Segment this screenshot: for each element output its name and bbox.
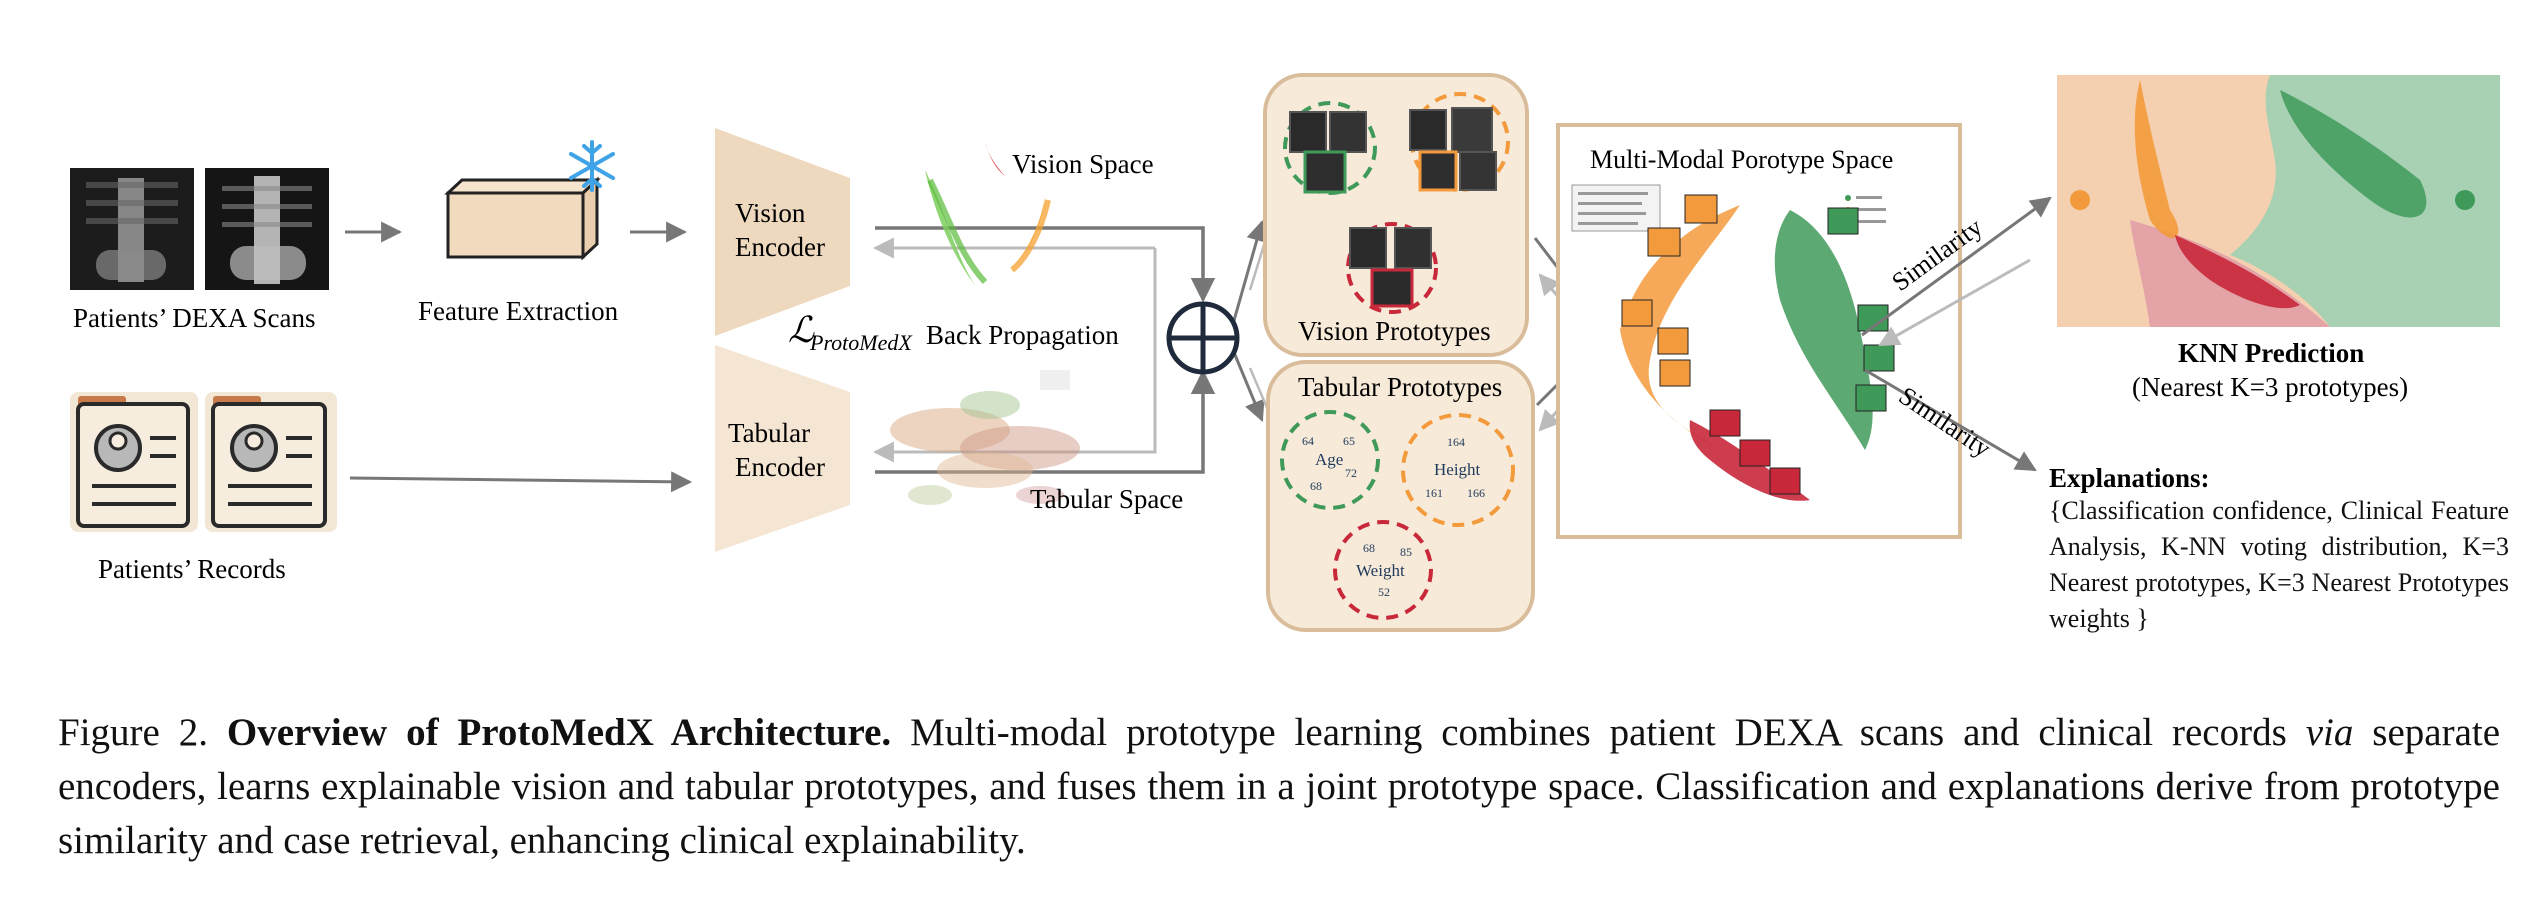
dexa-scan-1 (70, 168, 194, 290)
similarity-arrow-upper (1861, 196, 2052, 337)
weight-value-3: 52 (1378, 585, 1390, 599)
figure-caption: Figure 2. Overview of ProtoMedX Architec… (58, 706, 2500, 868)
arrow-records-to-tabular (349, 471, 693, 493)
vision-encoder (715, 128, 850, 336)
age-value-1: 64 (1302, 434, 1314, 448)
tabular-prototypes-title: Tabular Prototypes (1298, 372, 1502, 402)
fusion-oplus-icon (1166, 301, 1240, 375)
tabular-space-scatter (890, 370, 1080, 505)
weight-cluster: Weight 68 85 52 (1333, 520, 1433, 620)
vision-prototype-clusters (1283, 92, 1510, 314)
dexa-scan-2 (205, 168, 329, 290)
loss-text: Back Propagation (926, 320, 1119, 350)
weight-value-1: 68 (1363, 541, 1375, 555)
height-value-1: 164 (1447, 435, 1465, 449)
loss-label: ℒ ProtoMedX Back Propagation (788, 310, 1119, 355)
vision-prototypes-title: Vision Prototypes (1298, 316, 1491, 346)
similarity-arrow-lower (1864, 368, 2037, 472)
loss-subscript: ProtoMedX (809, 330, 913, 355)
caption-part2: separate encoders, learns explainable vi… (58, 711, 2501, 862)
feature-extraction-block (444, 176, 601, 261)
age-label: Age (1315, 450, 1343, 469)
knn-decision-map (2057, 75, 2500, 327)
tabular-space-label: Tabular Space (1030, 484, 1183, 514)
vision-encoder-line2: Encoder (735, 232, 825, 262)
patient-record-icon-1 (70, 392, 198, 532)
age-value-2: 65 (1343, 434, 1355, 448)
age-cluster: Age 64 65 72 68 (1280, 410, 1380, 510)
snowflake-icon (569, 140, 615, 192)
explanations-title: Explanations: (2049, 463, 2210, 493)
caption-prefix: Figure 2. (58, 711, 208, 754)
caption-bold-title: Overview of ProtoMedX Architecture. (226, 711, 892, 754)
height-value-3: 166 (1467, 486, 1485, 500)
similarity-arrow-feedback (1878, 258, 2031, 347)
caption-via: via (2305, 711, 2354, 754)
loss-script-l: ℒ (788, 310, 815, 350)
knn-title: KNN Prediction (2178, 338, 2364, 368)
explanations-body: {Classification confidence, Clinical Fea… (2049, 496, 2509, 633)
vision-space-scatter (925, 142, 1051, 285)
knn-subtitle: (Nearest K=3 prototypes) (2132, 372, 2408, 402)
tabular-prototypes-box (1266, 360, 1535, 632)
patient-record-icon-2 (205, 392, 337, 532)
tabular-encoder (715, 345, 850, 552)
height-cluster: Height 164 161 166 (1401, 413, 1515, 527)
age-value-4: 68 (1310, 479, 1322, 493)
records-label: Patients’ Records (98, 554, 286, 584)
multimodal-title: Multi-Modal Porotype Space (1590, 145, 1893, 174)
explanations-body-container: {Classification confidence, Clinical Fea… (2049, 496, 2509, 633)
vision-encoder-line1: Vision (735, 198, 806, 228)
dexa-scan-images (70, 168, 329, 290)
age-value-3: 72 (1345, 466, 1357, 480)
height-value-2: 161 (1425, 486, 1443, 500)
feature-extraction-label: Feature Extraction (418, 296, 619, 326)
tabular-encoder-line1: Tabular (728, 418, 810, 448)
tabular-encoder-line2: Encoder (735, 452, 825, 482)
dexa-label: Patients’ DEXA Scans (73, 303, 315, 333)
multimodal-scatter (1620, 194, 1895, 501)
vision-space-label: Vision Space (1012, 149, 1154, 179)
caption-part1: Multi-modal prototype learning combines … (910, 711, 2287, 754)
height-label: Height (1434, 460, 1481, 479)
weight-value-2: 85 (1400, 545, 1412, 559)
multimodal-legend (1571, 184, 1886, 232)
encoder-flow-lines (872, 219, 1270, 474)
weight-label: Weight (1356, 561, 1405, 580)
